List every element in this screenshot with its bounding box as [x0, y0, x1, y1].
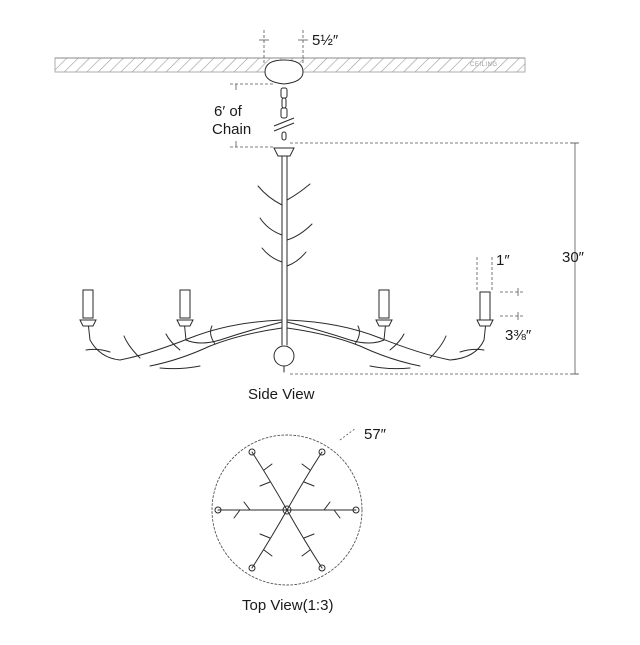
- top-view-label: Top View(1:3): [242, 597, 334, 614]
- chain-length-label: 6′ of: [214, 103, 242, 120]
- diameter-label: 57″: [364, 426, 386, 443]
- side-view-label: Side View: [248, 386, 315, 403]
- candle-dimension: [476, 257, 525, 320]
- diameter-leader: [339, 427, 357, 441]
- top-view-chandelier: [211, 434, 363, 586]
- chain-dimension: [230, 83, 275, 148]
- canopy: [264, 59, 304, 85]
- height-dimension: [290, 142, 580, 375]
- candle-top-label: 1″: [496, 252, 510, 269]
- candle-height-label: 3⅜″: [505, 327, 532, 344]
- chain: [273, 87, 295, 141]
- side-view-chandelier: [79, 147, 494, 373]
- canopy-width-dimension: [259, 30, 308, 64]
- canopy-width-label: 5½″: [312, 32, 339, 49]
- ceiling-label: CEILING: [470, 62, 498, 68]
- height-label: 30″: [562, 249, 584, 266]
- chain-length-label-2: Chain: [212, 121, 252, 138]
